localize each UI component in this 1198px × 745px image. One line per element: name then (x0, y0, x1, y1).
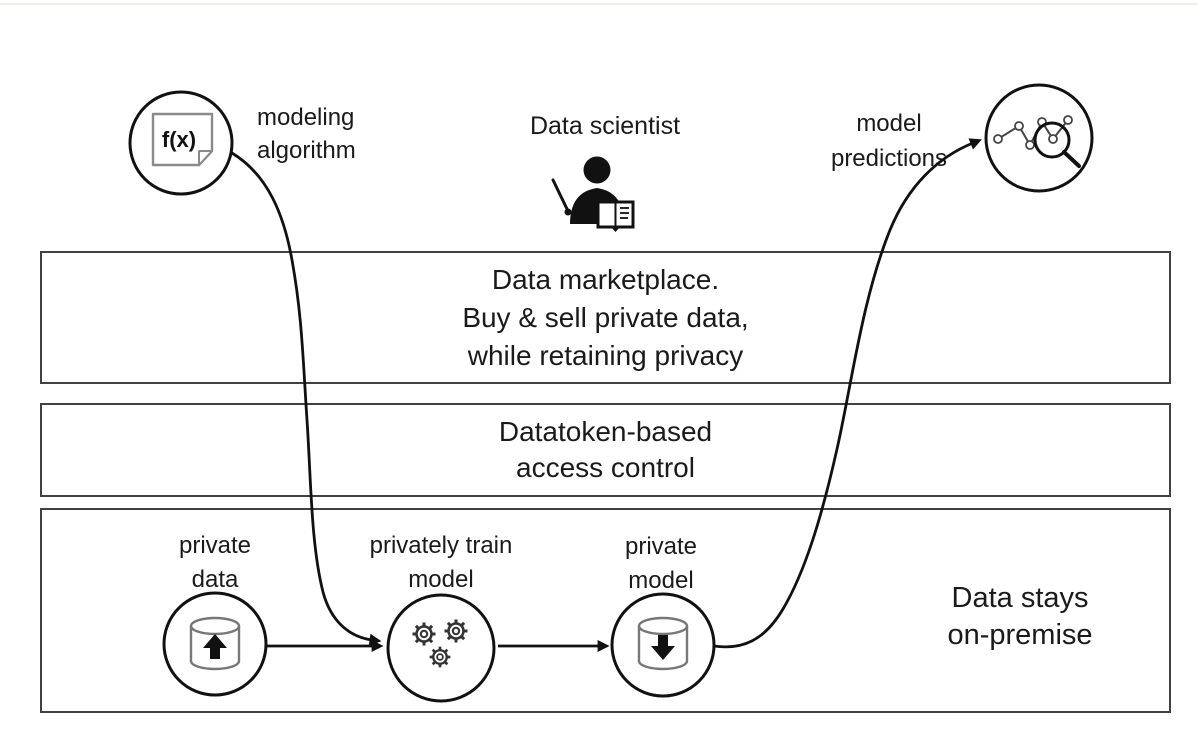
chart-magnifier-icon (993, 115, 1081, 168)
model-predictions-label: model predictions (830, 110, 948, 172)
modeling-algorithm-node: f(x) (128, 90, 234, 196)
data-scientist-label: Data scientist (529, 112, 681, 140)
data-marketplace-label: Data marketplace. Buy & sell private dat… (462, 263, 749, 371)
person-with-book-icon (551, 156, 635, 232)
document-fx-icon: f(x) (151, 112, 214, 167)
fx-text: f(x) (162, 127, 196, 152)
node-circle (984, 83, 1094, 193)
datatoken-access-label: Datatoken-based access control (498, 416, 713, 483)
data-marketplace-band: Data marketplace. Buy & sell private dat… (40, 251, 1171, 384)
modeling-algorithm-label: modeling algorithm (257, 104, 356, 164)
node-circle (128, 90, 234, 196)
data-stays-on-premise-label: Data stays on-premise (947, 582, 1093, 651)
private-model-label: private model (624, 533, 698, 594)
private-data-label: private data (178, 532, 252, 593)
top-rule-divider (0, 3, 1198, 5)
datatoken-access-band: Datatoken-based access control (40, 403, 1171, 497)
model-predictions-node (984, 83, 1094, 193)
open-book-icon (596, 200, 635, 232)
privately-train-model-label: privately train model (369, 532, 513, 593)
